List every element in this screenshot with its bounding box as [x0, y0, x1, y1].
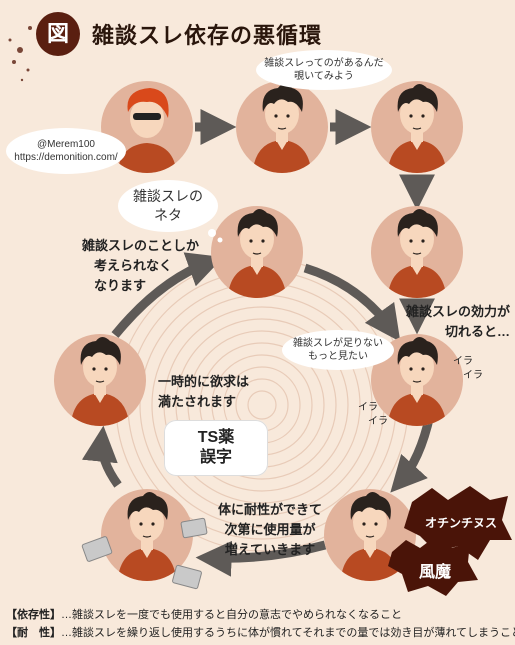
- label-effect-wears-off: 雑談スレの効力が 切れると…: [406, 304, 511, 340]
- irritation-mark: イラ: [368, 416, 388, 427]
- person-satisfied: [54, 334, 146, 426]
- person-hooked: [371, 206, 463, 298]
- person-obsessed: [211, 206, 303, 298]
- devil-label-2: 風魔: [418, 564, 451, 581]
- cycle-arrow-left: [81, 425, 122, 488]
- cycle-arrow-left-top: [111, 252, 224, 338]
- person-reading: [371, 81, 463, 173]
- cycle-arrow-bottom: [195, 540, 327, 577]
- typo-note-box: TS薬 誤字: [164, 420, 268, 476]
- footnote-dependence: 【依存性】…雑談スレを一度でも使用すると自分の意志でやめられなくなること: [6, 609, 402, 621]
- irritation-mark: イラ: [453, 356, 473, 367]
- label-tolerance: 体に耐性ができて 次第に使用量が 増えていきます: [218, 502, 323, 558]
- person-dealer: [101, 81, 193, 173]
- figure-badge: 図: [36, 12, 80, 56]
- label-obsess: 雑談スレのことしか 考えられなく なります: [82, 238, 200, 294]
- label-satisfied: 一時的に欲求は 満たされます: [158, 374, 250, 410]
- page-title: 雑談スレ依存の悪循環: [92, 23, 323, 48]
- speech-bubble-curious: 雑談スレってのがあるんだ覗いてみよう: [256, 50, 392, 90]
- person-using: [101, 489, 193, 581]
- irritation-mark: イラ: [463, 370, 483, 381]
- speech-bubble-craving: 雑談スレが足りないもっと見たい: [282, 330, 394, 370]
- packet-icon: [81, 517, 208, 590]
- cycle-arrow-right-top: [303, 263, 401, 342]
- devil-label-1: オチンチヌス: [424, 516, 497, 530]
- person-curious: [236, 81, 328, 173]
- person-irritated: [371, 334, 463, 426]
- devil-icon: [388, 486, 512, 596]
- thought-bubble-neta: 雑談スレのネタ: [118, 180, 218, 232]
- footnote-tolerance: 【耐 性】…雑談スレを繰り返し使用するうちに体が慣れてそれまでの量では効き目が薄…: [6, 627, 515, 639]
- irritation-mark: イラ: [358, 402, 378, 413]
